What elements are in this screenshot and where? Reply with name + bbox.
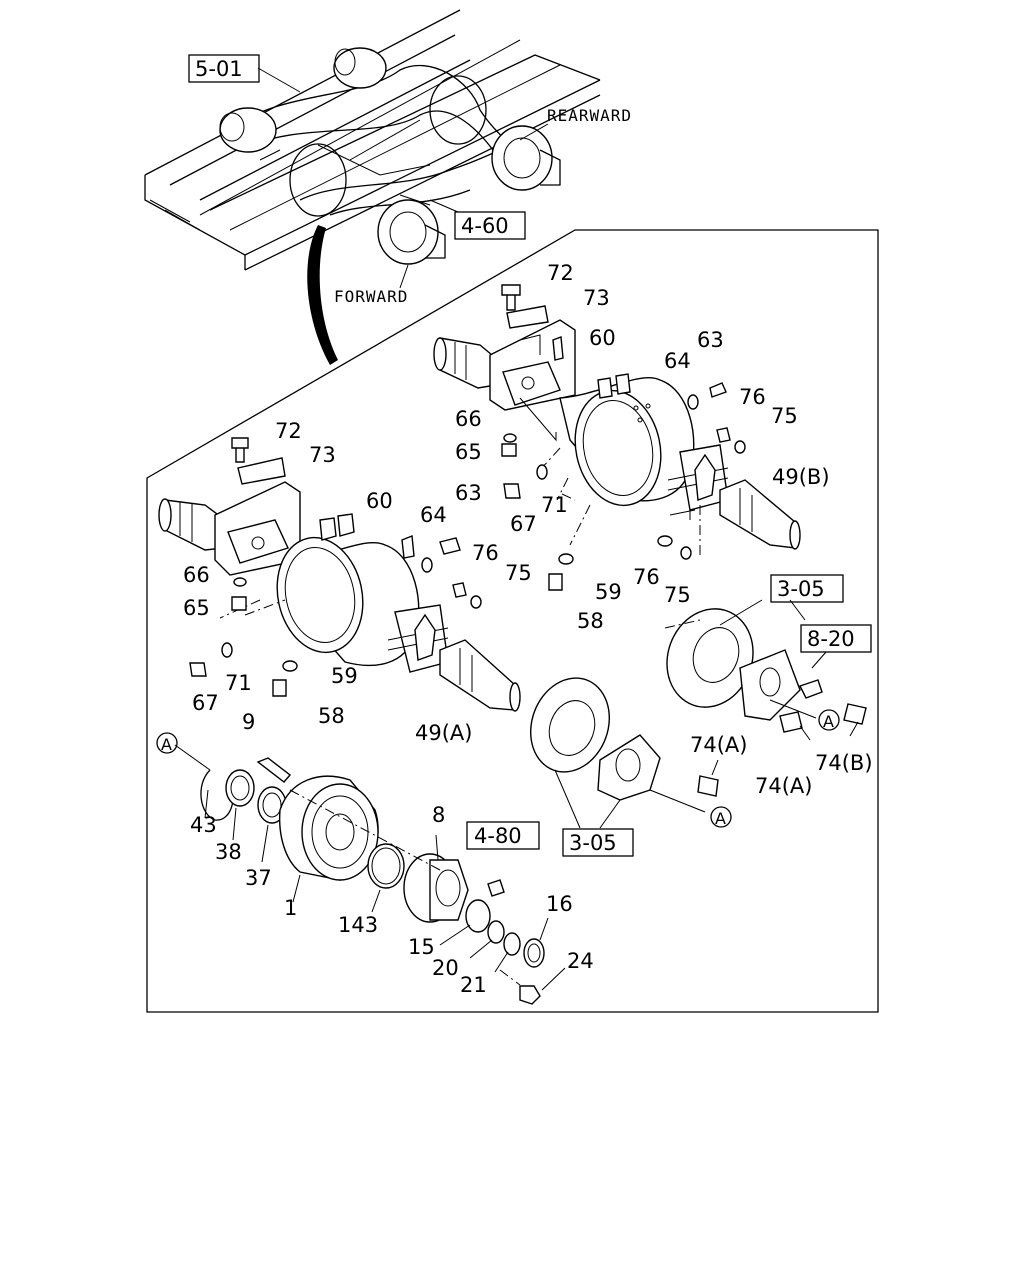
- label-16: 16: [546, 892, 573, 916]
- label-71-front: 71: [225, 671, 252, 695]
- ref-box-4-60: [454, 211, 526, 240]
- callout-a-right: A: [823, 712, 834, 731]
- callout-a-lower: A: [715, 809, 726, 828]
- label-73-front: 73: [309, 443, 336, 467]
- label-76-front: 76: [472, 541, 499, 565]
- label-60-rear: 60: [589, 326, 616, 350]
- label-63-rear: 63: [697, 328, 724, 352]
- callout-a-left: A: [161, 735, 172, 754]
- label-63-front: 63: [455, 481, 482, 505]
- label-74b: 74(B): [815, 751, 873, 775]
- label-65-front: 65: [183, 596, 210, 620]
- label-66-front: 66: [183, 563, 210, 587]
- label-75-rear-lower: 75: [664, 583, 691, 607]
- label-58-front: 58: [318, 704, 345, 728]
- callout-a-circle-right: [818, 709, 840, 731]
- ref-5-01: 5-01: [195, 57, 243, 81]
- label-75-rear: 75: [771, 404, 798, 428]
- label-143: 143: [338, 913, 378, 937]
- ref-3-05-right: 3-05: [777, 577, 825, 601]
- label-71-rear: 71: [541, 493, 568, 517]
- ref-box-5-01: [188, 54, 260, 83]
- ref-box-4-80: [466, 821, 540, 850]
- ref-box-3-05-left: [562, 828, 634, 857]
- label-20: 20: [432, 956, 459, 980]
- label-64-rear: 64: [664, 349, 691, 373]
- brake-drawing: [529, 599, 867, 829]
- label-59-front: 59: [331, 664, 358, 688]
- label-21: 21: [460, 973, 487, 997]
- label-38: 38: [215, 840, 242, 864]
- label-15: 15: [408, 935, 435, 959]
- label-59-rear: 59: [595, 580, 622, 604]
- rearward-label: REARWARD: [547, 106, 632, 125]
- label-24: 24: [567, 949, 594, 973]
- callout-a-circle-left: [156, 732, 178, 754]
- label-75-front: 75: [505, 561, 532, 585]
- label-76-rear-lower: 76: [633, 565, 660, 589]
- forward-label: FORWARD: [334, 287, 408, 306]
- label-60-front: 60: [366, 489, 393, 513]
- overview-drawing: [144, 9, 601, 365]
- hub-drawing: [174, 744, 566, 1005]
- ref-4-60: 4-60: [461, 214, 509, 238]
- label-43: 43: [190, 813, 217, 837]
- label-67-front: 67: [192, 691, 219, 715]
- ref-box-8-20: [800, 624, 872, 653]
- label-72-rear: 72: [547, 261, 574, 285]
- callout-a-circle-lower: [710, 806, 732, 828]
- ref-8-20: 8-20: [807, 627, 855, 651]
- label-49b: 49(B): [772, 465, 830, 489]
- label-74a-left: 74(A): [690, 733, 747, 757]
- label-49a: 49(A): [415, 721, 472, 745]
- label-64-front: 64: [420, 503, 447, 527]
- detail-frame: [146, 229, 879, 1013]
- label-1: 1: [284, 896, 297, 920]
- ref-4-80: 4-80: [474, 824, 522, 848]
- label-9: 9: [242, 710, 255, 734]
- label-58-rear: 58: [577, 609, 604, 633]
- label-73-rear: 73: [583, 286, 610, 310]
- label-76-rear: 76: [739, 385, 766, 409]
- ref-3-05-left: 3-05: [569, 831, 617, 855]
- front-axle-drawing: [158, 437, 521, 712]
- rear-axle-drawing: [433, 284, 801, 591]
- label-8: 8: [432, 803, 445, 827]
- ref-box-3-05-right: [770, 574, 844, 603]
- label-74a-right: 74(A): [755, 774, 812, 798]
- label-72-front: 72: [275, 419, 302, 443]
- label-66-rear: 66: [455, 407, 482, 431]
- label-37: 37: [245, 866, 272, 890]
- label-67-rear: 67: [510, 512, 537, 536]
- label-65-rear: 65: [455, 440, 482, 464]
